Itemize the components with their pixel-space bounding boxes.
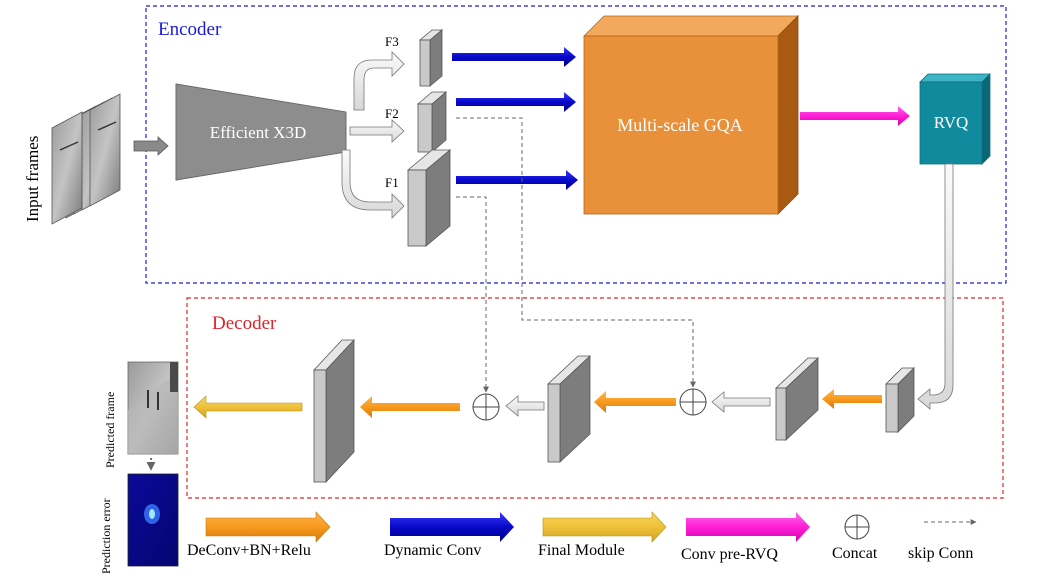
conv-pre-rvq-arrow [800,106,910,126]
input-frames-label: Input frames [23,136,42,222]
predicted-frame-label: Predicted frame [103,392,117,468]
feature-label-f3: F3 [385,34,399,49]
legend-label-dynamic-conv: Dynamic Conv [384,542,481,559]
feature-slab-f3 [418,29,444,87]
input-frames-stack [51,93,121,225]
legend-swatch-concat [844,514,870,540]
rvq-label: RVQ [934,113,969,132]
feature-slab-f1 [406,149,452,247]
deconv-arrow-3 [360,396,460,418]
decoder-slab-1 [885,367,915,433]
feature-arrow-f3 [353,51,405,111]
feature-arrow-f2 [349,119,405,143]
deconv-arrow-2 [594,391,676,413]
decoder-title: Decoder [212,313,277,334]
decoder-box [186,297,1004,499]
decoder-slab-4 [313,338,355,484]
rvq-block [919,73,991,165]
prediction-error-label: Prediction error [99,498,113,574]
legend-swatch-deconv [205,511,331,543]
prediction-error-image [127,473,179,567]
gqa-label: Multi-scale GQA [617,115,742,135]
decoder-slab-2 [774,357,820,441]
legend-label-final-module: Final Module [538,542,625,559]
skip-conn-f1 [456,196,489,393]
legend: DeConv+BN+Relu Dynamic Conv Final Module… [187,511,977,563]
skip-conn-f2 [456,117,696,388]
concat-node-2 [472,393,500,421]
final-module-arrow [193,395,303,419]
concat-node-1 [679,388,707,416]
upsample-arrow-2 [505,395,545,417]
upsample-arrow-1 [711,391,771,413]
legend-label-concat: Concat [832,545,878,562]
decoder-slab-3 [546,355,592,463]
predicted-frame-image [127,361,179,455]
dynamic-conv-arrow-f2 [456,92,576,112]
legend-swatch-conv-pre-rvq [686,512,810,542]
deconv-arrow-1 [822,389,882,409]
backbone-label: Efficient X3D [210,123,306,142]
feature-arrow-f1 [341,149,405,219]
input-arrow [133,136,169,156]
encoder-title: Encoder [158,19,222,40]
legend-label-deconv: DeConv+BN+Relu [187,542,311,559]
legend-label-skip-conn: skip Conn [908,545,973,562]
feature-label-f2: F2 [385,106,399,121]
feature-slab-f2 [416,91,448,153]
legend-swatch-dynamic-conv [390,512,514,542]
dynamic-conv-arrow-f1 [456,170,578,190]
feature-label-f1: F1 [385,175,399,190]
rvq-to-decoder-arrow [917,163,954,410]
gqa-block [583,15,799,215]
dynamic-conv-arrow-f3 [452,47,576,67]
legend-swatch-final-module [542,511,667,543]
legend-label-conv-pre-rvq: Conv pre-RVQ [681,546,778,563]
